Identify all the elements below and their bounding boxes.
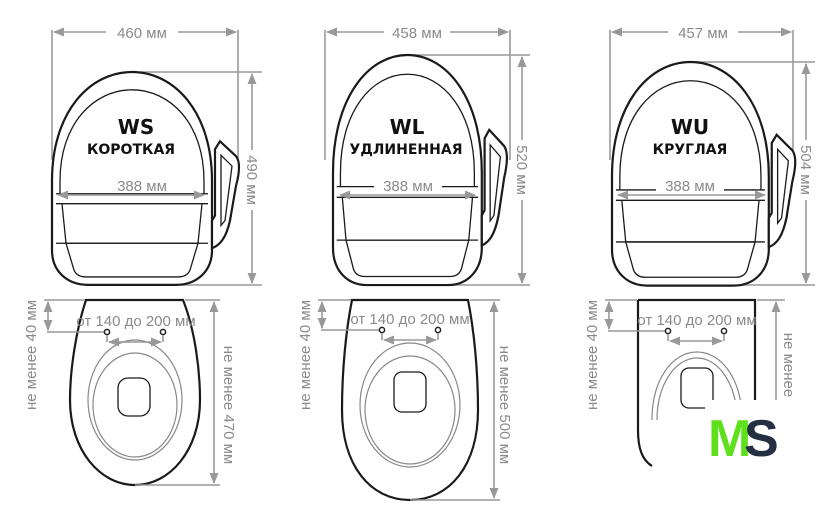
seat-wl-bowl-view: от 140 до 200 мм не менее 40 мм не менее… bbox=[297, 300, 513, 500]
seat-ws-bowl-view: от 140 до 200 мм не менее 40 мм не менее… bbox=[23, 300, 237, 485]
seat-wu-side-view: 457 мм 504 мм 388 мм WU КРУГЛАЯ bbox=[609, 25, 815, 287]
min-offset-label: не менее 40 мм bbox=[584, 300, 601, 410]
seat-wl-side-view: 458 мм 520 мм 388 мм WL УДЛИНЕННАЯ bbox=[324, 25, 531, 287]
min-offset-label: не менее 40 мм bbox=[297, 300, 314, 410]
length-label: 520 мм bbox=[513, 145, 530, 195]
holes-label: от 140 до 200 мм bbox=[76, 313, 195, 330]
seat-ws-side-view: 460 мм 490 мм 388 мм WS КОРОТКАЯ bbox=[50, 25, 262, 286]
seat-code: WU bbox=[671, 115, 709, 139]
length-label: 504 мм bbox=[797, 145, 814, 195]
width-label: 458 мм bbox=[392, 25, 442, 42]
seat-code: WS bbox=[118, 115, 154, 139]
width-label: 460 мм bbox=[117, 25, 167, 42]
ms-logo: M S bbox=[705, 400, 785, 475]
inner-width-label: 388 мм bbox=[383, 178, 433, 195]
min-length-label: не менее 470 мм bbox=[220, 346, 237, 464]
min-length-label: не менее 500 мм bbox=[496, 346, 513, 464]
min-length-label: не менее bbox=[780, 333, 797, 397]
inner-width-label: 388 мм bbox=[665, 178, 715, 195]
length-label: 490 мм bbox=[243, 155, 260, 205]
width-label: 457 мм bbox=[678, 25, 728, 42]
logo-s: S bbox=[744, 410, 779, 468]
logo-m: M bbox=[708, 410, 748, 468]
holes-label: от 140 до 200 мм bbox=[350, 311, 469, 328]
min-offset-label: не менее 40 мм bbox=[23, 300, 40, 410]
holes-label: от 140 до 200 мм bbox=[637, 312, 756, 329]
seat-code: WL bbox=[390, 115, 425, 139]
seat-wu-bowl-view: от 140 до 200 мм не менее 40 мм не менее bbox=[584, 300, 797, 466]
seat-type: УДЛИНЕННАЯ bbox=[350, 142, 463, 158]
seat-type: КРУГЛАЯ bbox=[653, 142, 728, 158]
inner-width-label: 388 мм bbox=[117, 178, 167, 195]
seat-type: КОРОТКАЯ bbox=[87, 142, 175, 158]
